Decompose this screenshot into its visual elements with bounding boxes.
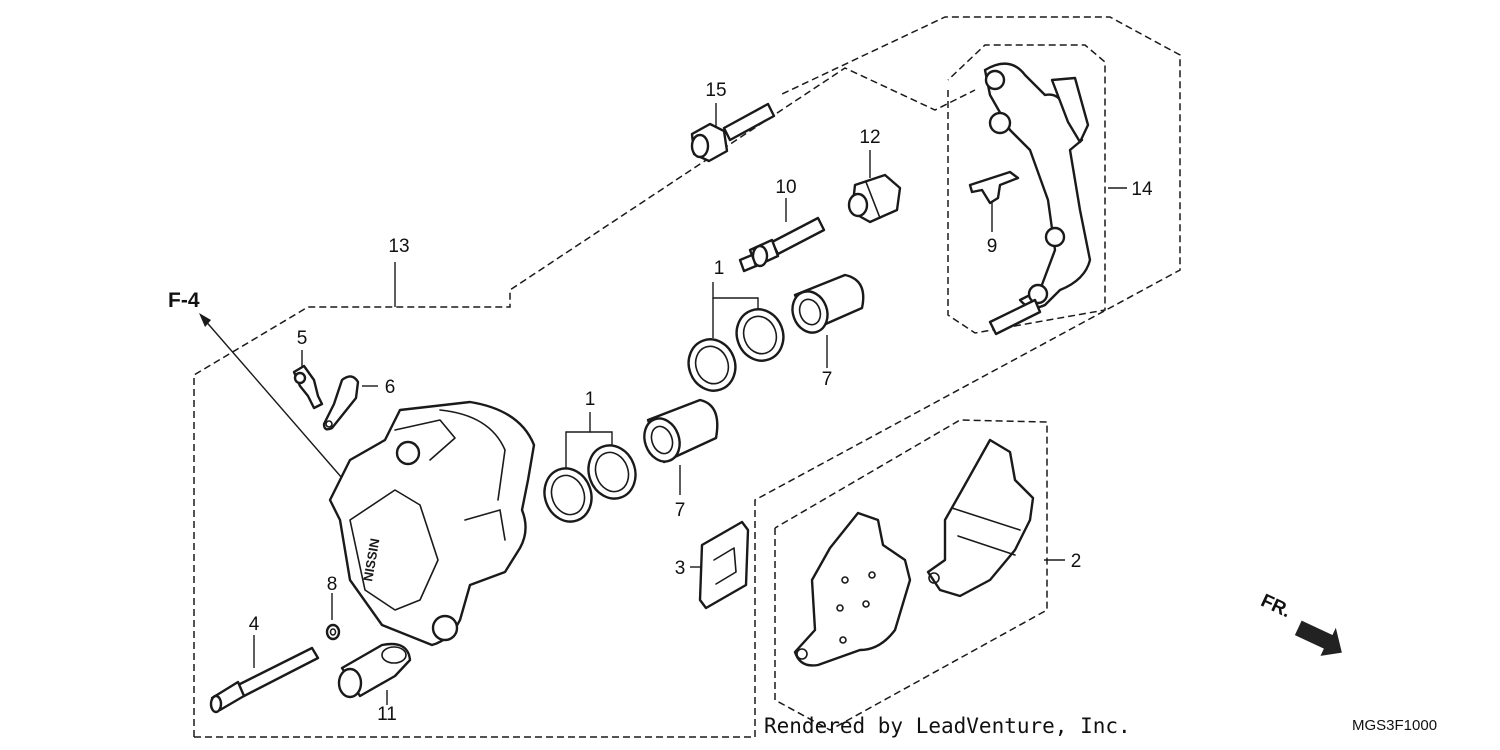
callout-11: 11 <box>377 704 397 725</box>
pad-spring-3 <box>698 520 750 610</box>
caliper-brand-label: NISSIN <box>360 537 382 582</box>
callout-1-lower: 1 <box>585 389 596 410</box>
callout-14: 14 <box>1131 179 1153 200</box>
view-reference-label: F-4 <box>168 289 200 312</box>
assembly-13-boundary <box>193 16 1181 738</box>
pin-plug-11 <box>337 642 412 699</box>
caliper-body: NISSIN <box>328 400 536 647</box>
f4-reference-arrow <box>199 313 343 479</box>
callout-4: 4 <box>249 614 260 635</box>
callout-9: 9 <box>987 236 998 257</box>
pad-set-2-boundary <box>774 419 1048 731</box>
caliper-bracket-14 <box>983 62 1092 336</box>
callout-10: 10 <box>775 177 796 198</box>
callout-13: 13 <box>388 236 409 257</box>
boot-12 <box>847 173 902 224</box>
piston-seals-1 <box>543 308 785 523</box>
front-direction-arrow <box>1294 620 1342 656</box>
o-ring-8 <box>325 623 341 641</box>
callout-5: 5 <box>297 328 308 349</box>
front-direction-label: FR. <box>1257 590 1294 622</box>
pad-pin-4 <box>209 646 320 714</box>
brake-pads-2 <box>793 438 1035 667</box>
callout-7-lower: 7 <box>675 500 686 521</box>
callout-3: 3 <box>675 558 686 579</box>
callout-15: 15 <box>705 80 726 101</box>
callout-12: 12 <box>859 127 880 148</box>
callout-numbers: 15 12 10 1 1 7 7 13 5 6 14 9 2 3 8 4 11 <box>249 80 1153 725</box>
bleeder-cap-6 <box>322 375 360 431</box>
callout-2: 2 <box>1071 551 1082 572</box>
pad-spring-9 <box>968 170 1020 205</box>
callout-6: 6 <box>385 377 396 398</box>
pistons-7 <box>643 273 865 464</box>
callout-7-upper: 7 <box>822 369 833 390</box>
callout-8: 8 <box>327 574 338 595</box>
diagram-code: MGS3F1000 <box>1352 717 1437 734</box>
render-credit: Rendered by LeadVenture, Inc. <box>764 714 1131 738</box>
slide-pin-10 <box>738 216 826 273</box>
callout-1-upper: 1 <box>714 258 725 279</box>
bolt-15 <box>690 102 776 163</box>
bleeder-valve-5 <box>292 364 324 410</box>
